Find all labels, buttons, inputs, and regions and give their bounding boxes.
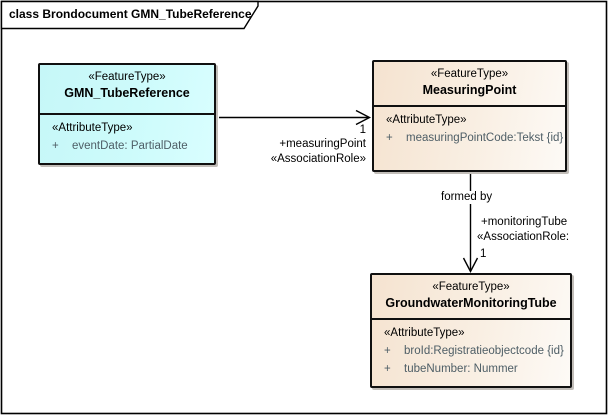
attribute-text: eventDate: PartialDate [72,140,188,152]
multiplicity-label-measuringpoint: 1 [359,124,366,136]
attribute-compartment: «AttributeType» + eventDate: PartialDate [40,113,214,163]
multiplicity-label-monitoringtube: 1 [480,248,487,260]
stereotype-label: «FeatureType» [432,281,510,293]
stereotype-label: «FeatureType» [430,68,509,80]
class-box-measuringpoint[interactable]: «FeatureType» MeasuringPoint «AttributeT… [372,60,567,172]
association-stereotype-label-monitoringtube: «AssociationRole: [477,231,570,243]
attribute-text: broId:Registratieobjectcode {id} [404,345,564,357]
attribute-row[interactable]: + eventDate: PartialDate [52,139,212,153]
visibility-marker: + [384,345,391,357]
class-name: GMN_TubeReference [64,86,190,100]
attribute-compartment: «AttributeType» + broId:Registratieobjec… [372,318,570,384]
open-arrowhead-down-icon [462,257,479,274]
visibility-marker: + [386,132,393,144]
attribute-text: tubeNumber: Nummer [404,363,518,375]
attribute-stereotype-label: «AttributeType» [386,114,467,126]
diagram-title: class Brondocument GMN_TubeReference [9,7,252,21]
attribute-text: measuringPointCode:Tekst {id} [406,132,564,144]
class-name: MeasuringPoint [422,83,517,97]
open-arrowhead-right-icon [355,109,372,126]
class-box-groundwatermonitoringtube[interactable]: «FeatureType» GroundwaterMonitoringTube … [370,273,572,388]
attribute-row[interactable]: + measuringPointCode:Tekst {id} [386,131,563,145]
role-label-measuringpoint: +measuringPoint [279,138,366,150]
class-header: «FeatureType» MeasuringPoint [374,62,565,105]
attribute-stereotype-label: «AttributeType» [384,327,465,339]
stereotype-label: «FeatureType» [88,71,166,83]
class-name: GroundwaterMonitoringTube [385,296,557,310]
class-box-gmn-tubereference[interactable]: «FeatureType» GMN_TubeReference «Attribu… [38,63,216,165]
role-label-monitoringtube: +monitoringTube [481,216,568,228]
attribute-row[interactable]: + tubeNumber: Nummer [384,362,568,376]
class-header: «FeatureType» GMN_TubeReference [40,65,214,113]
attribute-row[interactable]: + broId:Registratieobjectcode {id} [384,344,568,358]
visibility-marker: + [52,140,59,152]
attribute-compartment: «AttributeType» + measuringPointCode:Tek… [374,105,565,168]
association-stereotype-label-measuringpoint: «AssociationRole» [270,153,366,165]
class-header: «FeatureType» GroundwaterMonitoringTube [372,275,570,318]
attribute-stereotype-label: «AttributeType» [52,122,133,134]
visibility-marker: + [384,363,391,375]
association-name-label-formed-by: formed by [438,191,496,204]
